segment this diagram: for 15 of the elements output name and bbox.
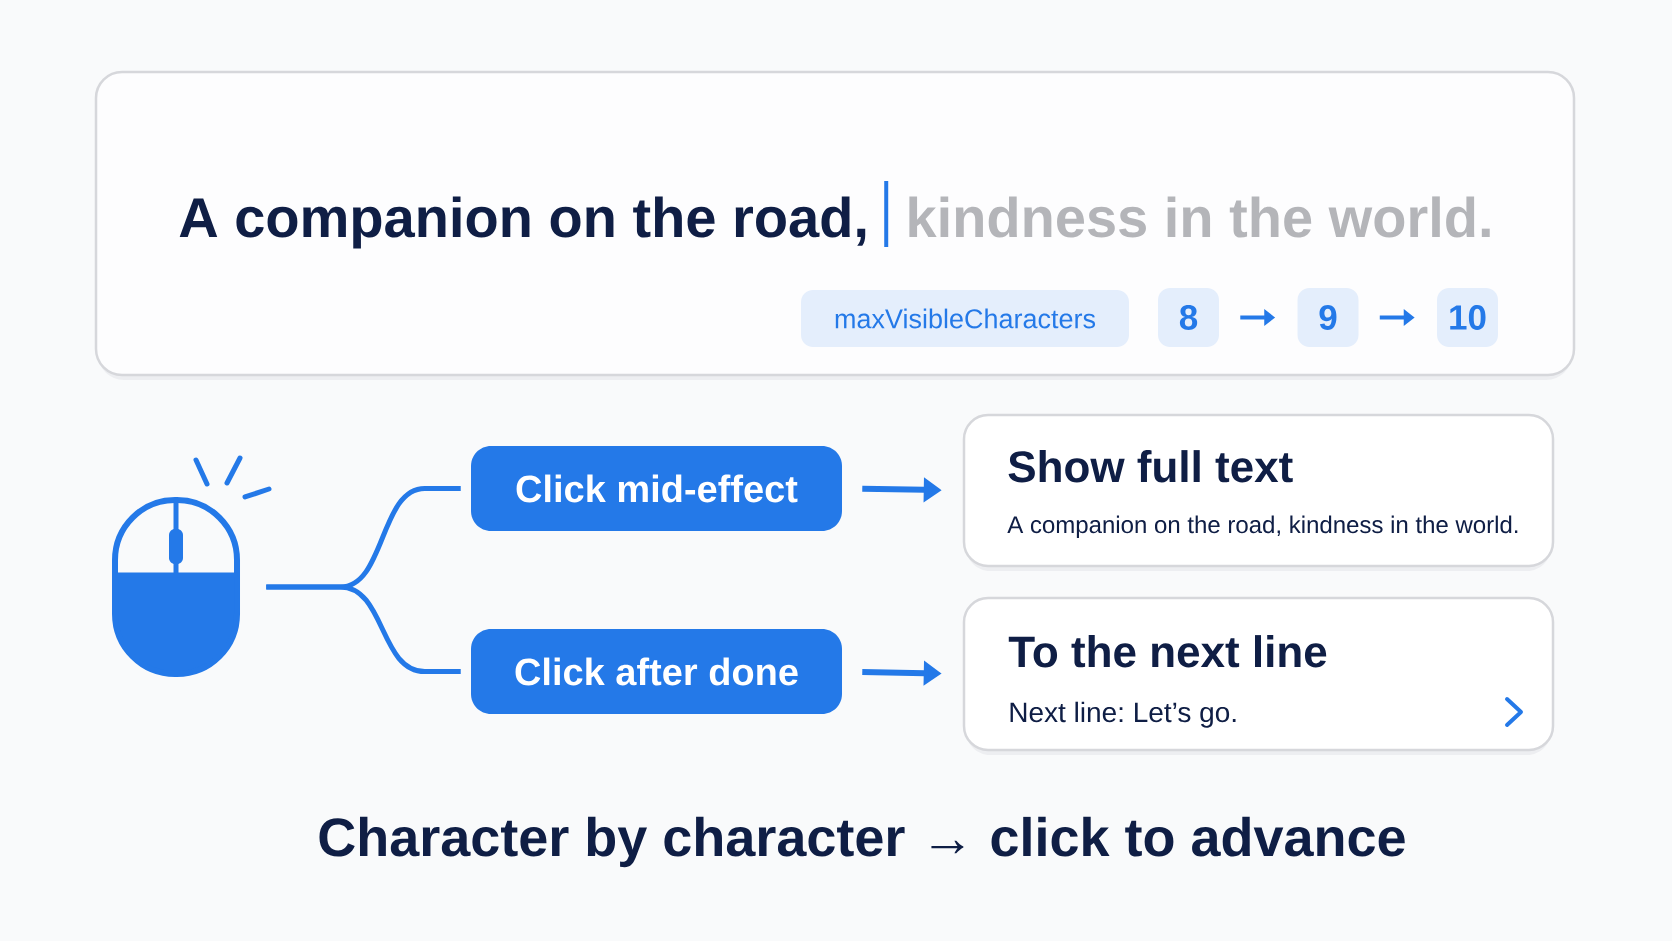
number-chip: 10 xyxy=(1437,288,1498,347)
mouse-icon xyxy=(112,455,272,677)
action-button: Click mid-effect xyxy=(471,446,842,531)
connector-line xyxy=(266,584,461,674)
card-title: Show full text xyxy=(1008,450,1293,483)
action-button: Click after done xyxy=(471,629,842,714)
card-text: A companion on the road, kindness in the world. xyxy=(1007,515,1518,538)
sentence-text: A companion on the road, xyxy=(179,196,866,249)
number-chip: 8 xyxy=(1158,288,1219,347)
number-chip: 9 xyxy=(1297,288,1359,347)
card-text: Next line: Let’s go. xyxy=(1010,701,1236,728)
card-title: To the next line xyxy=(1008,635,1327,668)
caption: Character by character → click to advance xyxy=(319,816,1405,868)
code-chip: maxVisibleCharacters xyxy=(801,290,1129,347)
faded-text: kindness in the world. xyxy=(909,196,1490,238)
